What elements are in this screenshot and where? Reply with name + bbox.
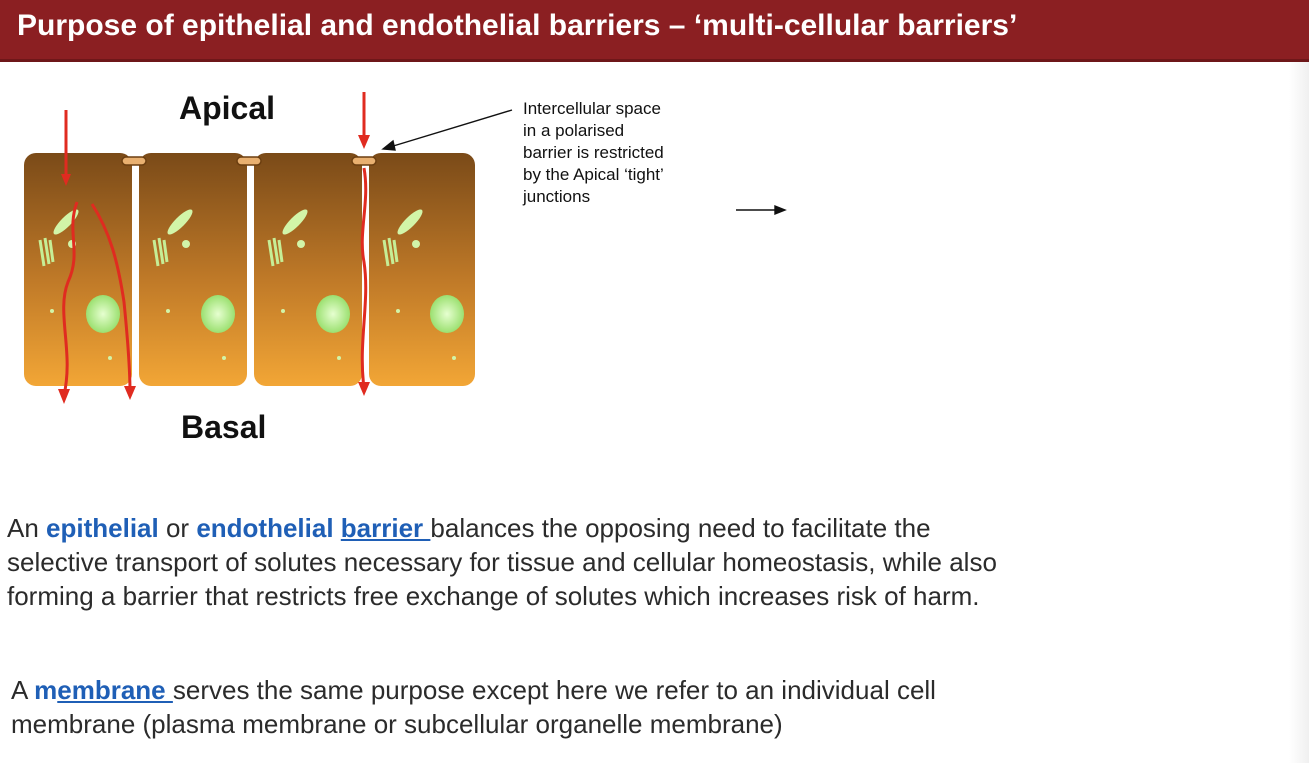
text-run: serves the same purpose except here we r… xyxy=(172,675,936,705)
text-run: An xyxy=(7,513,47,543)
cell-1 xyxy=(24,153,132,386)
callout-line: Intercellular space xyxy=(523,99,661,118)
membrane-link[interactable]: embrane xyxy=(57,675,173,705)
barrier-paragraph: An epithelial or endothelial barrier bal… xyxy=(7,511,997,613)
term-membrane-initial: m xyxy=(34,675,58,705)
cell-4 xyxy=(369,153,475,386)
page-edge-shadow xyxy=(1289,62,1309,763)
text-run xyxy=(334,513,341,543)
basal-label: Basal xyxy=(181,409,267,445)
paragraph-line: selective transport of solutes necessary… xyxy=(7,547,997,577)
transport-arrows xyxy=(58,92,370,404)
tight-junction-callout: Intercellular space in a polarised barri… xyxy=(523,98,723,208)
paragraph-line: forming a barrier that restricts free ex… xyxy=(7,581,980,611)
text-run: balances the opposing need to facilitate… xyxy=(430,513,931,543)
callout-line: junctions xyxy=(523,187,591,206)
callout-line: by the Apical ‘tight’ xyxy=(523,165,664,184)
tight-junctions xyxy=(121,156,377,166)
slide-title: Purpose of epithelial and endothelial ba… xyxy=(17,9,1018,42)
title-bar: Purpose of epithelial and endothelial ba… xyxy=(0,0,1309,62)
text-run: A xyxy=(11,675,35,705)
paragraph-line: A membrane serves the same purpose excep… xyxy=(11,673,936,707)
apical-label: Apical xyxy=(179,90,276,126)
paragraph-line: An epithelial or endothelial barrier bal… xyxy=(7,511,997,545)
term-epithelial: epithelial xyxy=(46,513,159,543)
epithelial-barrier-diagram: Apical Basal xyxy=(0,62,800,462)
barrier-link[interactable]: barrier xyxy=(340,513,431,543)
callout-pointer-arrow xyxy=(381,109,787,216)
paragraph-line: membrane (plasma membrane or subcellular… xyxy=(11,709,783,739)
cell-2 xyxy=(139,153,247,386)
cell-3 xyxy=(254,153,362,386)
text-run: or xyxy=(158,513,197,543)
callout-line: in a polarised xyxy=(523,121,625,140)
term-endothelial: endothelial xyxy=(196,513,334,543)
membrane-paragraph: A membrane serves the same purpose excep… xyxy=(11,673,936,741)
callout-line: barrier is restricted xyxy=(523,143,664,162)
cell-layer-illustration xyxy=(24,92,787,404)
